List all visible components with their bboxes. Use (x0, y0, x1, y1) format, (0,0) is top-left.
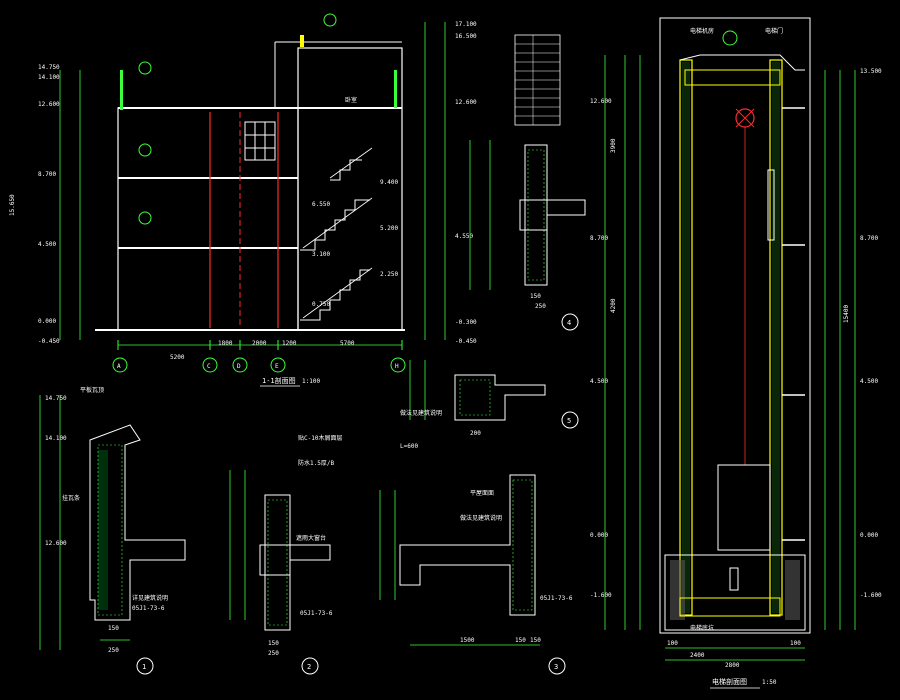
detail-2-number: 2 (307, 663, 311, 671)
elev-level-right-5: -1.600 (860, 592, 882, 599)
room-label: 卧室 (345, 96, 357, 104)
axis-E: E (275, 363, 279, 370)
level-right-2: 16.500 (455, 33, 477, 40)
detail-2-dim-1: 150 (268, 640, 279, 647)
elev-dim-bottom-3: 100 (667, 640, 678, 647)
elev-level-left-2: 8.700 (590, 235, 608, 242)
span-4: 1200 (282, 340, 297, 347)
detail-2-label-3: 遮雨大窗台 (296, 534, 326, 542)
detail-5-label-2: L=600 (400, 443, 418, 450)
stair-level-6: 0.750 (312, 301, 330, 308)
detail-1-label-2: 挂瓦条 (62, 494, 80, 502)
axis-C: C (207, 363, 211, 370)
axis-D: D (237, 363, 241, 370)
axis-H: H (395, 363, 399, 370)
elevator-scale: 1:50 (762, 679, 777, 686)
detail-1-label-1: 平板瓦顶 (80, 386, 104, 394)
detail-5 (409, 360, 579, 429)
detail-1-note: 05J1-73-6 (132, 605, 165, 612)
elev-label-machine: 电梯机房 (690, 27, 714, 35)
detail-1-dim-1: 250 (108, 647, 119, 654)
elevator-title: 电梯剖面图 (712, 677, 747, 686)
detail-1 (39, 395, 186, 675)
elev-dim-bottom-1: 2400 (690, 652, 705, 659)
span-3: 2000 (252, 340, 267, 347)
elev-dim-side-2: 4200 (610, 298, 617, 313)
axis-bubbles (112, 357, 406, 373)
section-scale: 1:100 (302, 378, 320, 385)
detail-2 (229, 470, 331, 675)
span-5: 5700 (340, 340, 355, 347)
stair-level-1: 9.400 (380, 179, 398, 186)
detail-3 (379, 474, 566, 675)
detail-1-label-3: 详见建筑说明 (132, 594, 168, 602)
detail-1-level: 14.750 (45, 395, 67, 402)
detail-4-number: 4 (567, 319, 571, 327)
detail-3-number: 3 (554, 663, 558, 671)
detail-1-number: 1 (142, 663, 146, 671)
elev-level-left-5: -1.600 (590, 592, 612, 599)
detail-4-dim-1: 150 (530, 293, 541, 300)
elev-level-right-3: 4.500 (860, 378, 878, 385)
schedule-table (514, 34, 561, 126)
elev-level-left-3: 4.500 (590, 378, 608, 385)
stair-level-3: 5.200 (380, 225, 398, 232)
elev-label-door: 电梯门 (765, 27, 783, 35)
elev-total: 15400 (843, 305, 850, 323)
detail-5-dim: 200 (470, 430, 481, 437)
detail-2-note: 05J1-73-6 (300, 610, 333, 617)
detail-1-dim-2: 150 (108, 625, 119, 632)
detail-1-level-2: 14.100 (45, 435, 67, 442)
span-2: 1800 (218, 340, 233, 347)
detail-2-label-1: 贴C-10木屑面层 (298, 434, 342, 442)
elev-level-right-4: 0.000 (860, 532, 878, 539)
level-right-1: 17.100 (455, 21, 477, 28)
elev-dim-side-1: 3900 (610, 138, 617, 153)
detail-3-dim-2: 150 (515, 637, 526, 644)
level-left-1: 14.750 (38, 64, 60, 71)
detail-3-dim-3: 150 (530, 637, 541, 644)
stair-level-5: 2.250 (380, 271, 398, 278)
level-right-5: -0.450 (455, 338, 477, 345)
level-left-2: 14.100 (38, 74, 60, 81)
level-left-3: 12.600 (38, 101, 60, 108)
axis-A: A (117, 363, 121, 370)
level-right-3: 12.600 (455, 99, 477, 106)
detail-5-label-1: 做法见建筑说明 (400, 409, 442, 417)
detail-5-number: 5 (567, 417, 571, 425)
detail-3-dim-1: 1500 (460, 637, 475, 644)
level-right-4: 4.550 (455, 233, 473, 240)
elev-level-right-2: 8.700 (860, 235, 878, 242)
detail-3-note: 05J1-73-6 (540, 595, 573, 602)
section-title: 1-1剖面图 (262, 376, 296, 385)
elev-label-pit: 电梯底坑 (690, 624, 714, 632)
elevator-section (604, 17, 856, 661)
section-1-1 (59, 13, 446, 350)
elev-level-right-1: 13.500 (860, 68, 882, 75)
elev-level-left-4: 0.000 (590, 532, 608, 539)
level-right-6: -0.300 (455, 319, 477, 326)
elev-dim-bottom-2: 2800 (725, 662, 740, 669)
elev-level-left-1: 12.600 (590, 98, 612, 105)
total-height: 15.650 (9, 194, 16, 216)
detail-4-dim-2: 250 (535, 303, 546, 310)
level-left-6: 0.000 (38, 318, 56, 325)
detail-3-label-2: 做法见建筑说明 (460, 514, 502, 522)
elev-dim-bottom-4: 100 (790, 640, 801, 647)
span-1: 5200 (170, 354, 185, 361)
detail-2-dim-2: 250 (268, 650, 279, 657)
detail-4 (469, 140, 586, 331)
level-left-4: 8.700 (38, 171, 56, 178)
detail-3-label-1: 平屋面面 (470, 490, 494, 497)
stair-level-2: 6.550 (312, 201, 330, 208)
level-left-5: 4.500 (38, 241, 56, 248)
detail-2-label-2: 防水1.5厚/B (298, 459, 334, 467)
level-left-7: -0.450 (38, 338, 60, 345)
detail-1-level-3: 12.600 (45, 540, 67, 547)
stair-level-4: 3.100 (312, 251, 330, 258)
